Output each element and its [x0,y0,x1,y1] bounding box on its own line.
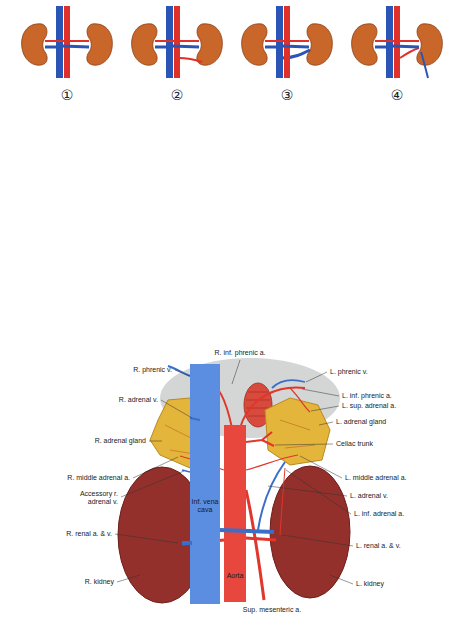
variation-panel-3 [265,40,285,42]
part-label: L. phrenic v. [330,368,368,376]
inferior-vena-cava [182,470,190,472]
variation-panel-4 [375,46,387,49]
leader-lines [115,360,353,584]
leader-lines [302,389,339,396]
variation-panel-3 [282,46,309,47]
variation-panel-2 [155,46,167,49]
veins-front [220,380,305,532]
variation-panel-4 [352,6,443,78]
part-label: L. kidney [356,580,384,588]
part-label: R. middle adrenal a. [67,474,130,482]
variation-panel-4 [400,48,419,58]
aorta [224,425,246,602]
part-label: R. renal a. & v. [66,530,112,538]
variation-panel-1 [62,46,89,47]
leader-lines [286,470,351,514]
inferior-vena-cava [182,541,192,545]
leader-lines [330,575,353,584]
part-label: Sup. mesenteric a. [237,606,307,614]
variation-panel-3 [307,24,333,65]
variation-panel-2 [180,40,199,42]
inferior-vena-cava [168,364,220,604]
variation-panel-3 [242,6,333,78]
variation-panel-4 [394,6,400,78]
part-label: R. kidney [85,578,114,586]
leader-lines [149,441,162,442]
leader-lines [319,422,333,425]
part-label: L. adrenal v. [350,492,388,500]
variation-panel-2 [155,40,175,42]
part-label: R. phrenic v. [133,366,172,374]
variation-panel-1 [64,6,70,78]
arteries [290,388,310,412]
variation-panel-3 [290,40,309,42]
variation-panel-4 [417,24,443,65]
veins-front [272,380,305,388]
variation-panel-4 [375,40,395,42]
variation-panel-4 [392,46,419,47]
inferior-vena-cava [190,364,220,604]
veins-front [220,530,274,532]
arteries [246,432,274,446]
part-label: Accessory r. adrenal v. [72,490,118,507]
variation-panel-2 [197,24,223,65]
variation-panel-2 [132,24,158,65]
variation-panel-1 [45,40,65,42]
callout-number: ③ [277,88,297,102]
variation-panel-3 [242,24,268,65]
variation-panel-4 [421,52,428,78]
callout-number: ② [167,88,187,102]
leader-lines [306,372,327,382]
aorta [224,425,246,602]
part-label: R. inf. phrenic a. [205,349,275,357]
callout-number: ① [57,88,77,102]
leader-lines [282,535,353,546]
callout-number: ④ [387,88,407,102]
leader-lines [275,444,333,445]
part-label: L. inf. phrenic a. [342,392,392,400]
arteries [246,455,298,470]
leader-lines [121,471,184,497]
variation-panel-2 [132,6,223,78]
part-label: Celiac trunk [336,440,373,448]
part-label: L. renal a. & v. [356,542,401,550]
part-label: Aorta [224,572,246,580]
part-label: L. adrenal gland [336,418,386,426]
variation-panel-3 [284,6,290,78]
variation-panel-2 [179,58,202,62]
arteries [280,468,285,535]
veins-front [258,462,285,530]
arteries [246,538,276,540]
variation-panel-1 [70,40,89,42]
variation-panel-2 [174,6,180,78]
variation-panel-1 [45,46,57,49]
part-label: Inf. vena cava [191,498,219,515]
variation-panel-1 [87,24,113,65]
leader-lines [232,360,240,384]
variation-panel-1 [22,6,113,78]
variation-panel-1 [22,24,48,65]
variation-panel-4 [400,40,419,42]
leader-lines [300,456,342,478]
leader-lines [161,400,192,418]
arteries [246,490,264,600]
variation-panel-4 [352,24,378,65]
leader-lines [175,370,190,376]
part-label: L. sup. adrenal a. [342,402,396,410]
leader-lines [115,534,178,543]
part-label: L. middle adrenal a. [345,474,406,482]
leader-lines [117,575,140,582]
part-label: L. inf. adrenal a. [354,510,404,518]
variation-panel-2 [172,46,199,47]
part-label: R. adrenal gland [95,437,146,445]
inferior-vena-cava [190,418,200,420]
leader-lines [268,486,347,496]
variation-panel-3 [265,46,277,49]
leader-lines [133,457,178,478]
leader-lines [311,406,339,411]
part-label: R. adrenal v. [119,396,158,404]
